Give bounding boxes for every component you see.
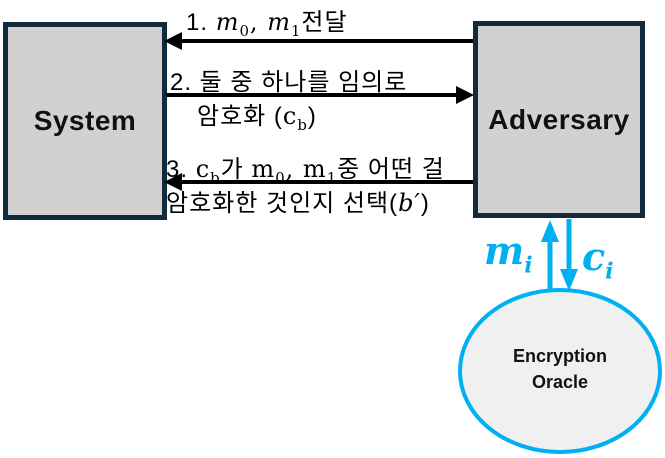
message-3-label-line2: 암호화한 것인지 선택(b′) <box>166 189 430 217</box>
system-box: System <box>3 22 167 220</box>
encryption-oracle-label: Encryption Oracle <box>460 343 660 395</box>
arrowhead-up-icon <box>541 220 559 242</box>
message-2-label-line1: 2. 둘 중 하나를 임의로 <box>170 69 408 96</box>
oracle-label-line2: Oracle <box>531 372 589 392</box>
oracle-response-label: ci <box>582 234 614 285</box>
adversary-box: Adversary <box>473 21 645 218</box>
oracle-query-label: mi <box>484 228 533 279</box>
message-1-label: 1. m0, m1전달 <box>186 8 348 40</box>
arrow-oracle-query-up <box>541 220 559 289</box>
arrowhead-right-icon <box>456 86 474 104</box>
adversary-label: Adversary <box>488 103 630 135</box>
message-3-label-line1: 3. cb가 m0, m1중 어떤 걸 <box>166 155 445 187</box>
system-label: System <box>33 105 137 136</box>
arrow-oracle-response-down <box>560 219 578 291</box>
oracle-label-line1: Encryption <box>512 346 607 366</box>
arrowhead-down-icon <box>560 269 578 291</box>
message-2-label-line2: 암호화 (cb) <box>197 102 317 134</box>
